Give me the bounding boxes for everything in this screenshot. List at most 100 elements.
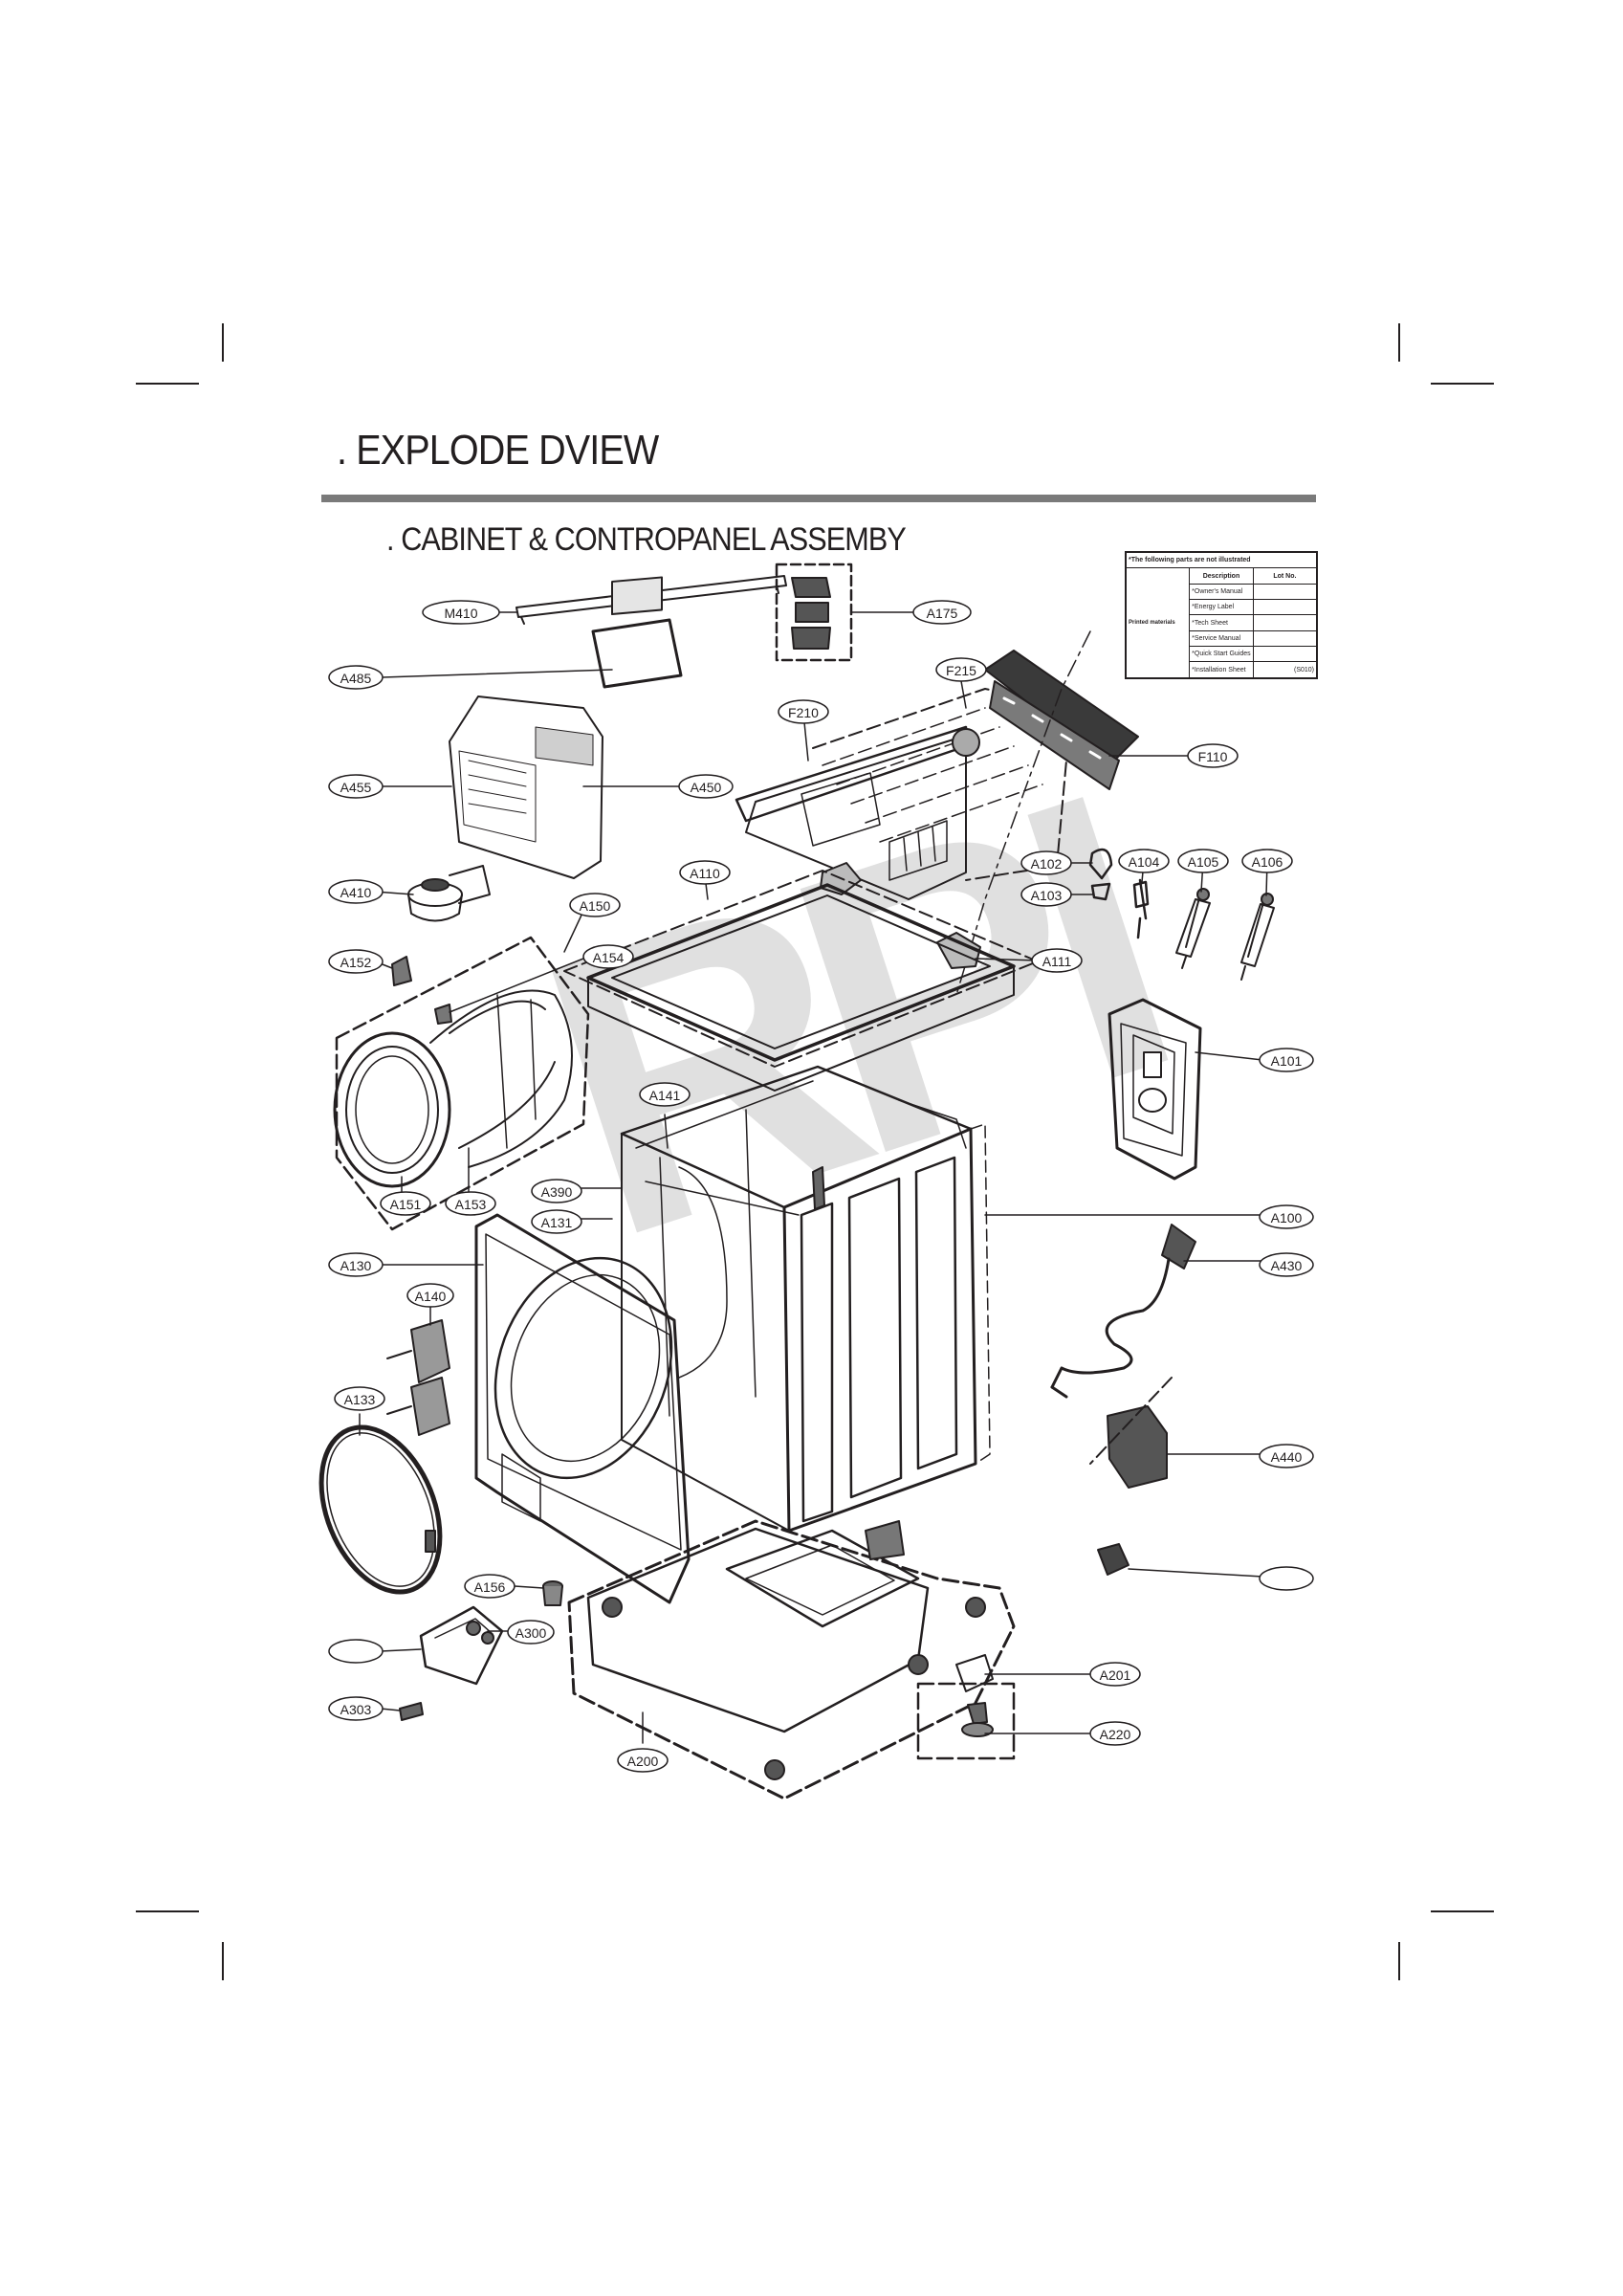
top-plate-part <box>563 870 1039 1092</box>
callout-bubble-a130 <box>328 1252 384 1277</box>
callout-bubble-a200 <box>617 1748 669 1773</box>
display-pcb-part <box>591 576 683 689</box>
callout-bubble-a133 <box>334 1386 385 1411</box>
leader-line <box>1195 1051 1263 1061</box>
callout-bubble-a390 <box>531 1179 582 1203</box>
callout-label-a390: A390 <box>541 1184 573 1200</box>
rotary-encoder-part <box>407 865 491 922</box>
callout-label-a101: A101 <box>1271 1053 1303 1069</box>
callout-label-a455: A455 <box>340 780 372 795</box>
callout-bubble-blank1 <box>1259 1566 1314 1591</box>
callout-label-a175: A175 <box>927 606 958 621</box>
crop-mark-top-right-h <box>1431 383 1494 385</box>
noise-filter-part <box>1089 1377 1173 1489</box>
callout-label-a130: A130 <box>340 1258 372 1273</box>
callout-label-a150: A150 <box>580 898 611 914</box>
callout-label-a300: A300 <box>515 1625 547 1641</box>
callout-label-a410: A410 <box>340 885 372 900</box>
callout-bubble-a103 <box>1020 882 1072 907</box>
callout-bubble-a154 <box>582 944 634 969</box>
callout-label-f210: F210 <box>788 705 819 720</box>
crop-mark-top-right-v <box>1398 323 1400 362</box>
section-title: . CABINET & CONTROPANEL ASSEMBY <box>386 521 907 558</box>
callout-label-a200: A200 <box>627 1754 659 1769</box>
callout-label-a154: A154 <box>593 950 625 965</box>
parts-table-code: (S010) <box>1252 661 1318 679</box>
callout-bubble-a101 <box>1259 1048 1314 1072</box>
callout-bubble-a111 <box>1031 948 1083 973</box>
callout-label-a485: A485 <box>340 671 372 686</box>
crop-mark-bottom-right-v <box>1398 1942 1400 1980</box>
callout-bubble-a220 <box>1089 1721 1141 1746</box>
callout-bubble-a105 <box>1177 849 1229 873</box>
callout-bubble-a440 <box>1259 1444 1314 1468</box>
damper-parts <box>1132 878 1275 981</box>
callout-bubble-f210 <box>778 699 829 724</box>
callout-bubble-a455 <box>328 774 384 799</box>
callout-bubble-a303 <box>328 1696 384 1721</box>
control-pcb-part <box>955 630 1139 996</box>
not-illustrated-parts-table: *The following parts are not illustrated… <box>1125 551 1318 679</box>
callout-bubble-a430 <box>1259 1252 1314 1277</box>
callout-label-a102: A102 <box>1031 856 1063 872</box>
callout-bubble-a140 <box>406 1283 454 1308</box>
leader-line <box>449 956 589 1013</box>
leveling-leg-part <box>916 1682 1016 1760</box>
callout-label-a100: A100 <box>1271 1210 1303 1225</box>
callout-bubble-a102 <box>1020 850 1072 875</box>
corner-bracket-part <box>955 1654 994 1692</box>
title-rule <box>321 495 1316 502</box>
clamp-ring-part <box>318 1424 443 1595</box>
main-pcb-part <box>449 695 603 879</box>
callout-bubble-a106 <box>1241 849 1293 873</box>
callout-bubble-a410 <box>328 879 384 904</box>
page-title: . EXPLODE DVIEW <box>337 427 659 474</box>
door-hinge-part <box>386 1319 450 1436</box>
tub-front-part <box>333 936 590 1231</box>
callout-bubble-a300 <box>507 1620 555 1645</box>
callout-bubble-a100 <box>1259 1204 1314 1229</box>
callout-label-f110: F110 <box>1198 749 1228 764</box>
parts-table-row: *Quick Start Guides <box>1189 646 1254 663</box>
callout-bubble-a450 <box>678 774 734 799</box>
callout-bubble-a485 <box>328 665 384 690</box>
base-part <box>567 1519 1016 1800</box>
leader-line <box>514 1585 544 1589</box>
callout-bubble-a175 <box>912 600 972 625</box>
leader-line <box>382 669 613 678</box>
callout-label-a111: A111 <box>1042 954 1072 969</box>
callout-bubble-f110 <box>1187 743 1239 768</box>
callout-label-a220: A220 <box>1100 1727 1131 1742</box>
crop-mark-top-left-h <box>136 383 199 385</box>
callout-label-a151: A151 <box>390 1197 422 1212</box>
callout-label-a105: A105 <box>1188 854 1219 870</box>
drawer-cover-part <box>419 1605 504 1686</box>
callout-bubble-f215 <box>935 657 987 682</box>
callout-bubble-a153 <box>445 1191 496 1216</box>
leader-line <box>380 1708 401 1711</box>
callout-bubble-a152 <box>328 949 384 974</box>
callout-bubble-a151 <box>380 1191 431 1216</box>
clips-part <box>775 563 853 662</box>
power-cord-part <box>1050 1224 1196 1399</box>
rear-cover-part <box>1108 998 1202 1181</box>
leader-line <box>380 1648 422 1652</box>
crop-mark-bottom-left-h <box>136 1910 199 1912</box>
callout-label-a131: A131 <box>541 1215 573 1230</box>
leader-line <box>960 680 967 709</box>
callout-label-a430: A430 <box>1271 1258 1303 1273</box>
callout-bubble-a156 <box>464 1574 515 1599</box>
callout-label-a133: A133 <box>344 1392 376 1407</box>
callout-label-a303: A303 <box>340 1702 372 1717</box>
callout-label-m410: M410 <box>444 606 477 621</box>
hook-part <box>1088 848 1113 901</box>
callout-label-a140: A140 <box>415 1289 447 1304</box>
door-stopper-part <box>1097 1543 1130 1576</box>
parts-table-group-label: Printed materials <box>1125 567 1191 679</box>
callout-label-a103: A103 <box>1031 888 1063 903</box>
callout-bubble-a141 <box>639 1082 691 1107</box>
callout-label-f215: F215 <box>946 663 976 678</box>
crop-mark-bottom-left-v <box>222 1942 224 1980</box>
callout-bubble-a201 <box>1089 1662 1141 1687</box>
